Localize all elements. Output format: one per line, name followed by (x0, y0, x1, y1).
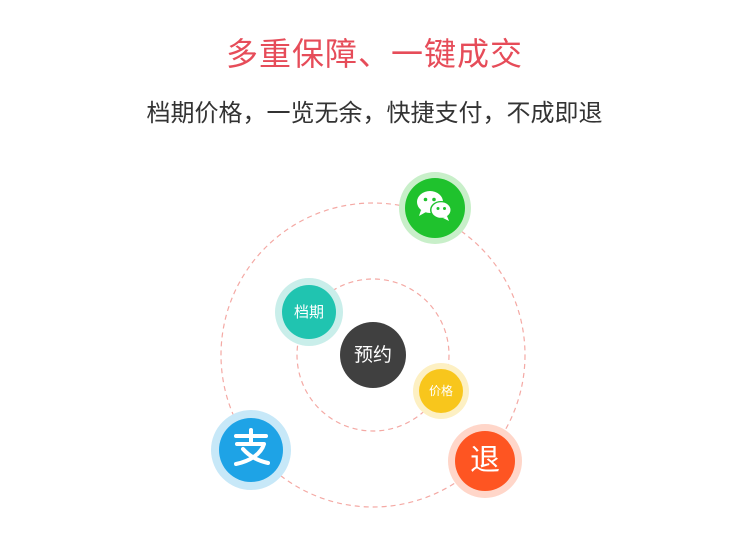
alipay-icon (228, 428, 274, 472)
price-badge: 价格 (419, 369, 463, 413)
outer-orbit (220, 202, 526, 508)
alipay-badge (219, 418, 283, 482)
schedule-badge: 档期 (282, 285, 336, 339)
wechat-node (399, 172, 471, 244)
page-subtitle: 档期价格，一览无余，快捷支付，不成即退 (146, 99, 603, 127)
center-label: 预约 (353, 343, 392, 366)
center-badge: 预约 (340, 322, 406, 388)
inner-orbit (296, 278, 450, 432)
price-label: 价格 (428, 384, 453, 398)
schedule-node: 档期 (275, 278, 343, 346)
alipay-node (211, 410, 291, 490)
schedule-label: 档期 (293, 302, 324, 321)
price-node: 价格 (413, 363, 469, 419)
refund-badge: 退 (455, 431, 515, 491)
wechat-badge (405, 178, 465, 238)
refund-label: 退 (470, 443, 500, 478)
wechat-icon (415, 189, 455, 227)
refund-node: 退 (448, 424, 522, 498)
center-node: 预约 (340, 322, 406, 388)
page-title: 多重保障、一键成交 (225, 35, 523, 73)
